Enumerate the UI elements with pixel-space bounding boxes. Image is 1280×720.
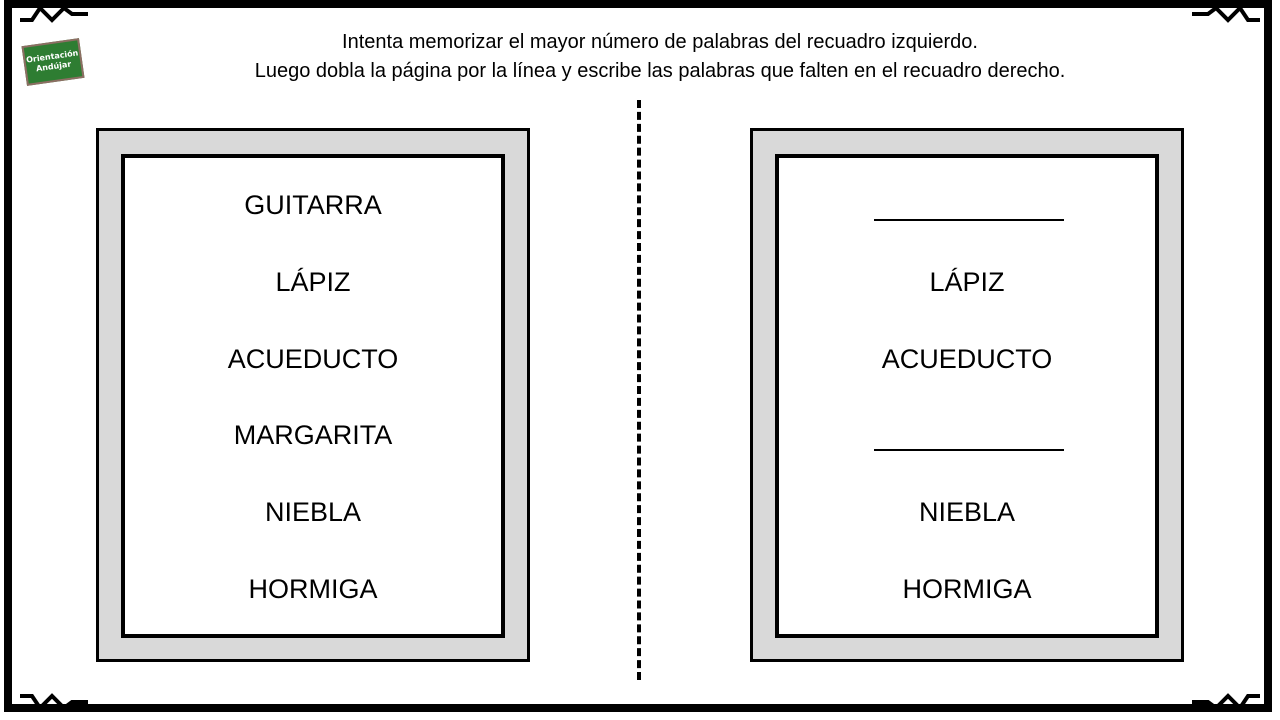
left-word-2: LÁPIZ	[275, 267, 351, 297]
right-blank-line-4[interactable]	[874, 449, 1064, 451]
left-word-box: GUITARRA LÁPIZ ACUEDUCTO MARGARITA NIEBL…	[96, 128, 530, 662]
corner-ornament-top-left	[12, 0, 92, 36]
left-word-1: GUITARRA	[244, 190, 382, 220]
fold-dashed-line	[637, 100, 641, 680]
page-frame	[4, 0, 1272, 712]
corner-ornament-top-right	[1188, 0, 1268, 36]
orientacion-andujar-logo: Orientación Andújar	[21, 38, 85, 86]
right-word-box: LÁPIZ ACUEDUCTO NIEBLA HORMIGA	[750, 128, 1184, 662]
right-word-2: LÁPIZ	[929, 267, 1005, 297]
left-word-5: NIEBLA	[264, 497, 362, 527]
right-word-6: HORMIGA	[902, 574, 1032, 604]
corner-ornament-bottom-right	[1188, 684, 1268, 720]
corner-ornament-bottom-left	[12, 684, 92, 720]
left-word-4: MARGARITA	[233, 420, 393, 450]
right-word-box-inner: LÁPIZ ACUEDUCTO NIEBLA HORMIGA	[775, 154, 1159, 638]
left-word-3: ACUEDUCTO	[227, 344, 399, 374]
left-word-box-inner: GUITARRA LÁPIZ ACUEDUCTO MARGARITA NIEBL…	[121, 154, 505, 638]
right-word-3: ACUEDUCTO	[881, 344, 1053, 374]
instructions: Intenta memorizar el mayor número de pal…	[110, 28, 1210, 86]
left-word-6: HORMIGA	[248, 574, 378, 604]
instructions-line-2: Luego dobla la página por la línea y esc…	[254, 60, 1066, 82]
instructions-line-1: Intenta memorizar el mayor número de pal…	[342, 31, 978, 53]
right-word-5: NIEBLA	[918, 497, 1016, 527]
right-blank-line-1[interactable]	[874, 219, 1064, 221]
